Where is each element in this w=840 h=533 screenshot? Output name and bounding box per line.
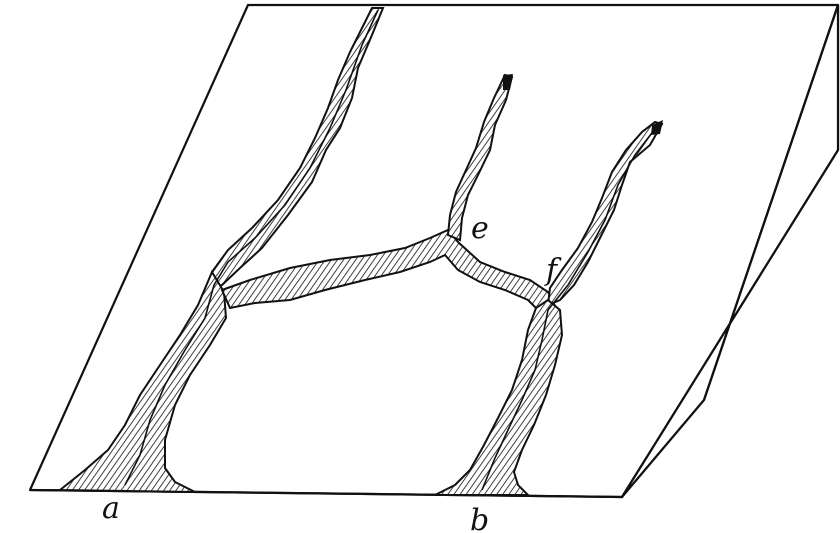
vein-left-main	[57, 7, 385, 493]
vein-right-lower	[434, 298, 564, 496]
vein-left-lower	[57, 269, 228, 493]
vein-tip-e	[503, 74, 513, 90]
vein-cross	[220, 228, 558, 314]
vein-right-centerline	[481, 124, 659, 491]
vein-cross-band	[220, 228, 558, 314]
label-a: a	[102, 491, 120, 526]
vein-left-upper	[211, 7, 385, 292]
vein-right-upper	[546, 120, 664, 307]
vein-right-main	[434, 120, 664, 496]
label-b: b	[470, 503, 489, 533]
block-side-face	[620, 3, 840, 499]
block-side-edge	[702, 4, 840, 401]
vein-left-centerline	[124, 9, 379, 486]
vein-branch-e-band	[446, 73, 514, 242]
label-e: e	[471, 211, 489, 246]
vein-branch-e	[446, 73, 514, 242]
